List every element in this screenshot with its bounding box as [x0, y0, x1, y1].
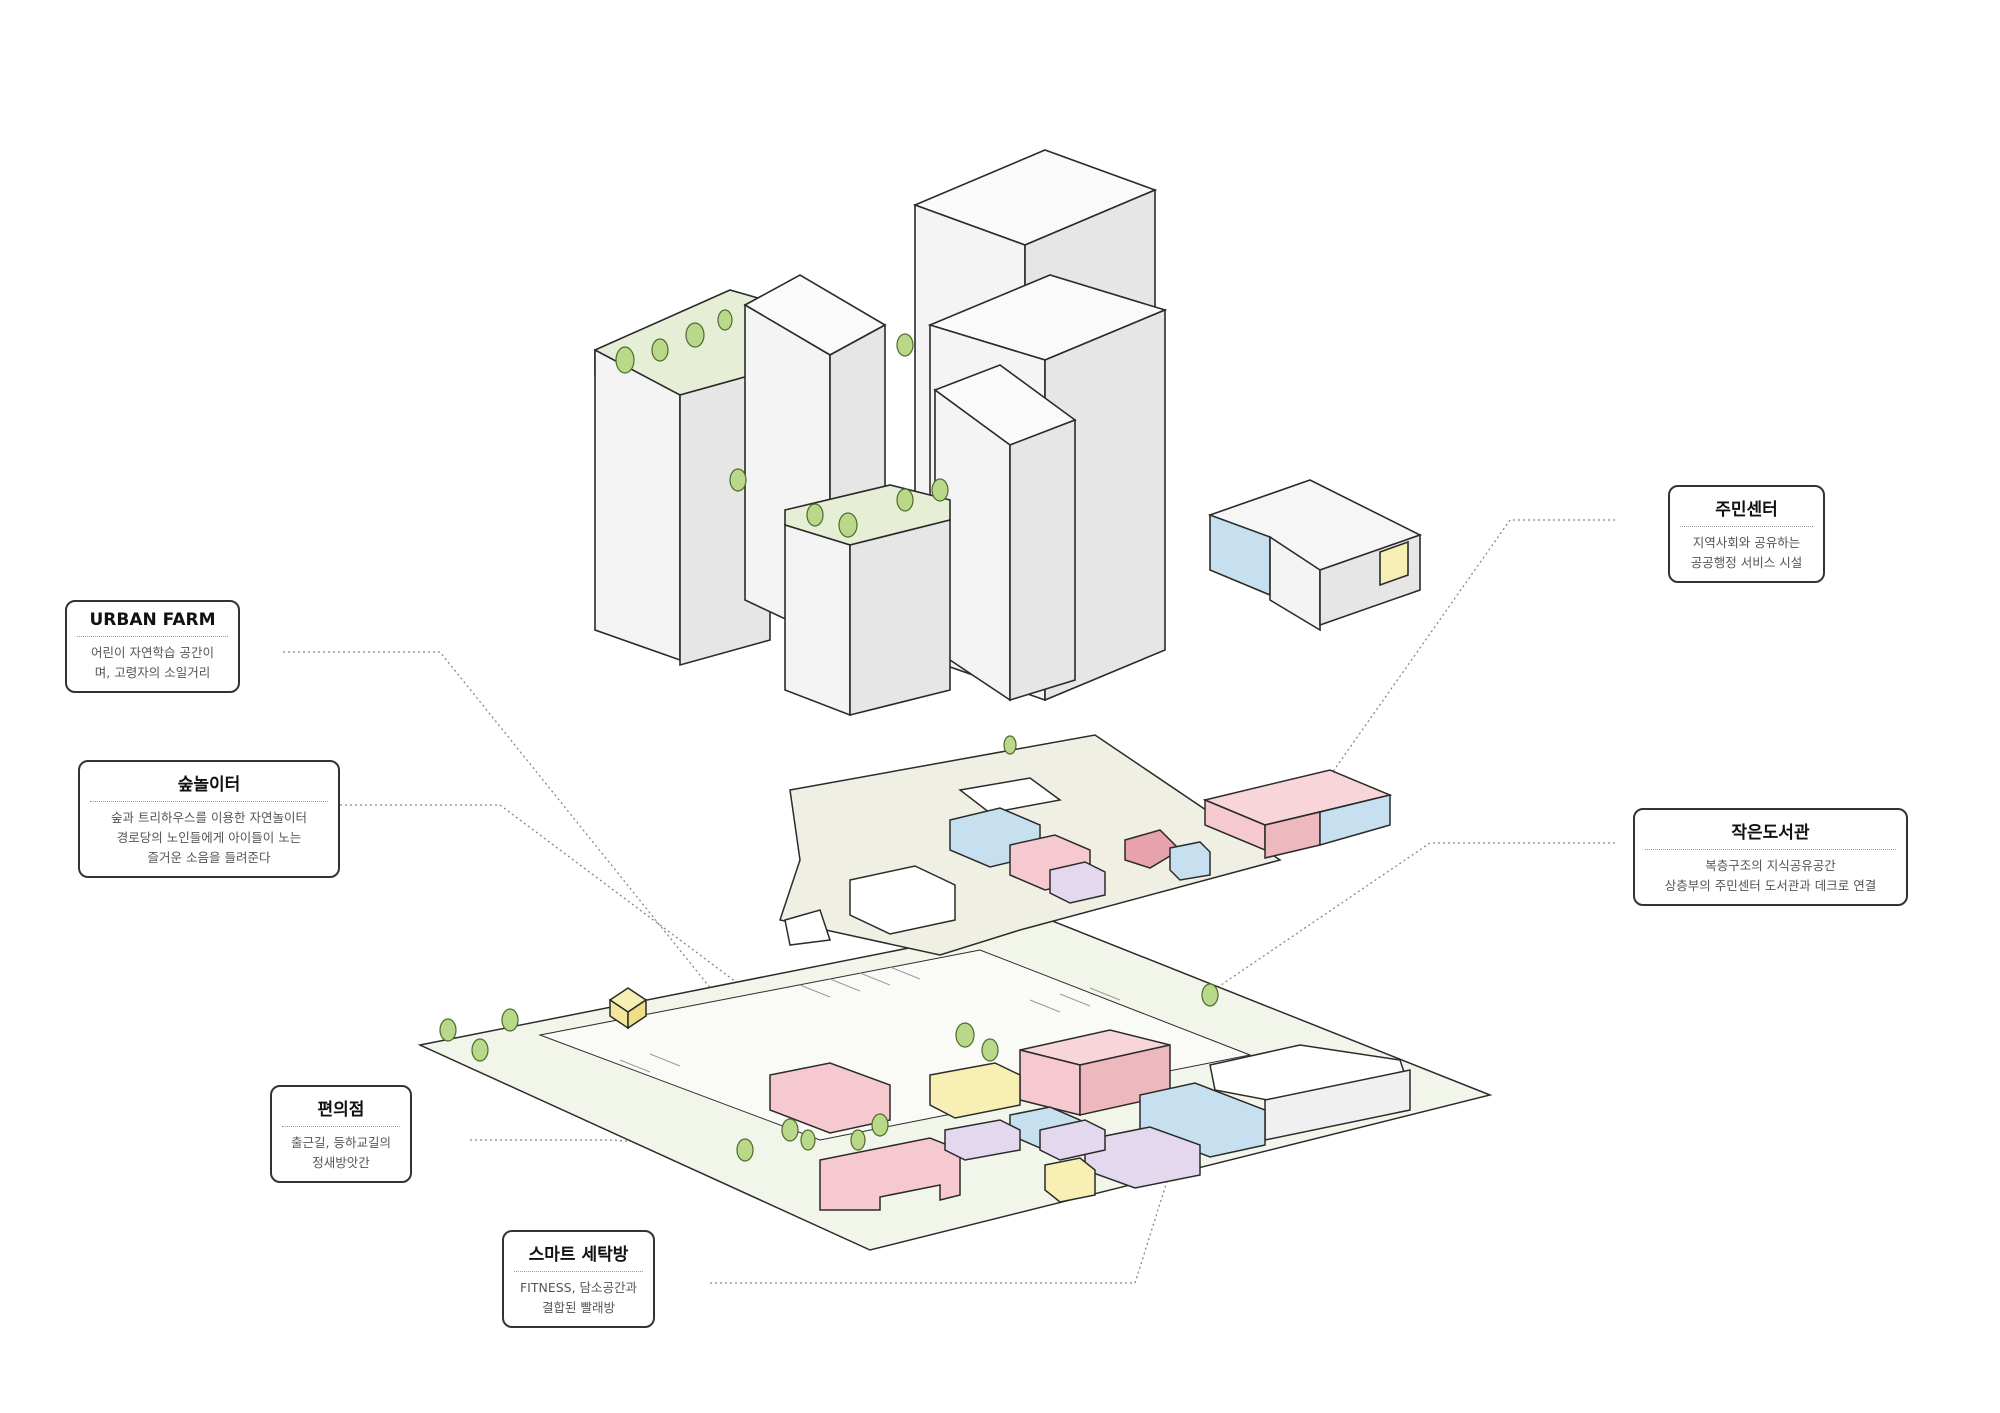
- tree: [471, 1038, 489, 1062]
- middle-deck: [779, 734, 1393, 956]
- leader-resident-center: [1319, 519, 1615, 791]
- callout-convenience-store: 편의점 출근길, 등하교길의 정새방앗간: [270, 1085, 412, 1183]
- callout-title: 숲놀이터: [90, 770, 328, 802]
- tree: [850, 1129, 866, 1151]
- deck-red-roof: [1124, 829, 1182, 869]
- deck-small-blue: [1169, 841, 1211, 881]
- leader-smart-laundry: [710, 1139, 1181, 1284]
- center-block-front: [1269, 535, 1321, 632]
- callout-description: 지역사회와 공유하는 공공행정 서비스 시설: [1690, 535, 1803, 570]
- callout-title: 주민센터: [1680, 495, 1813, 527]
- deck-white-block: [849, 865, 956, 935]
- podium-front: [784, 523, 851, 717]
- callout-small-library: 작은도서관 복층구조의 지식공유공간 상층부의 주민센터 도서관과 데크로 연결: [1633, 808, 1908, 906]
- deck-void: [958, 777, 1062, 814]
- parking-stripes: [619, 966, 1121, 1073]
- yellow-block-small: [1044, 1157, 1096, 1203]
- tree: [871, 1113, 889, 1137]
- tree: [736, 1138, 754, 1162]
- callout-title: 작은도서관: [1645, 818, 1896, 850]
- podium-side: [849, 518, 951, 717]
- tree: [615, 346, 635, 374]
- tree: [651, 338, 669, 362]
- callout-description: 복층구조의 지식공유공간 상층부의 주민센터 도서관과 데크로 연결: [1664, 858, 1877, 893]
- leader-convenience-store: [470, 1139, 871, 1156]
- tree: [931, 478, 949, 502]
- tree: [838, 512, 858, 538]
- callout-description: 숲과 트리하우스를 이용한 자연놀이터 경로당의 노인들에게 아이들이 노는 즐…: [111, 810, 307, 865]
- pink-block-left: [769, 1062, 891, 1134]
- tower-cluster: [594, 149, 1423, 717]
- callout-forest-playground: 숲놀이터 숲과 트리하우스를 이용한 자연놀이터 경로당의 노인들에게 아이들이…: [78, 760, 340, 878]
- deck-wing: [784, 909, 832, 946]
- tree: [501, 1008, 519, 1032]
- yellow-cube-right: [627, 998, 647, 1030]
- ground-level: [417, 919, 1493, 1251]
- callout-resident-center: 주민센터 지역사회와 공유하는 공공행정 서비스 시설: [1668, 485, 1825, 583]
- callout-description: FITNESS, 담소공간과 결합된 빨래방: [519, 1280, 638, 1315]
- callout-urban-farm: URBAN FARM 어린이 자연학습 공간이 며, 고령자의 소일거리: [65, 600, 240, 693]
- callout-smart-laundry: 스마트 세탁방 FITNESS, 담소공간과 결합된 빨래방: [502, 1230, 655, 1328]
- callout-description: 어린이 자연학습 공간이 며, 고령자의 소일거리: [91, 645, 214, 680]
- deck-lavender-block: [1049, 861, 1106, 904]
- callout-title: 편의점: [282, 1095, 400, 1127]
- parking-strip: [538, 949, 1252, 1141]
- leader-small-library: [1139, 842, 1615, 1041]
- tree: [1003, 735, 1017, 755]
- tree: [729, 468, 747, 492]
- tree: [717, 309, 733, 331]
- tree: [1201, 983, 1219, 1007]
- trees: [439, 309, 1219, 1162]
- tree: [896, 333, 914, 357]
- callout-title: URBAN FARM: [77, 610, 228, 637]
- tree: [781, 1118, 799, 1142]
- tree: [981, 1038, 999, 1062]
- tree: [800, 1129, 816, 1151]
- tower-left-front: [594, 348, 681, 662]
- lavender-block-c: [1039, 1119, 1106, 1161]
- leader-urban-farm: [283, 651, 721, 1001]
- yellow-block: [929, 1062, 1021, 1119]
- tree: [806, 503, 824, 527]
- tree: [685, 322, 705, 348]
- center-deck-blue: [1319, 794, 1391, 846]
- tree: [896, 488, 914, 512]
- tower-front-side: [1009, 418, 1076, 702]
- callout-description: 출근길, 등하교길의 정새방앗간: [291, 1135, 391, 1170]
- center-block-yellow: [1379, 540, 1409, 587]
- tree: [439, 1018, 457, 1042]
- lavender-block-a: [944, 1119, 1021, 1161]
- tree: [955, 1022, 975, 1048]
- callout-title: 스마트 세탁방: [514, 1240, 643, 1272]
